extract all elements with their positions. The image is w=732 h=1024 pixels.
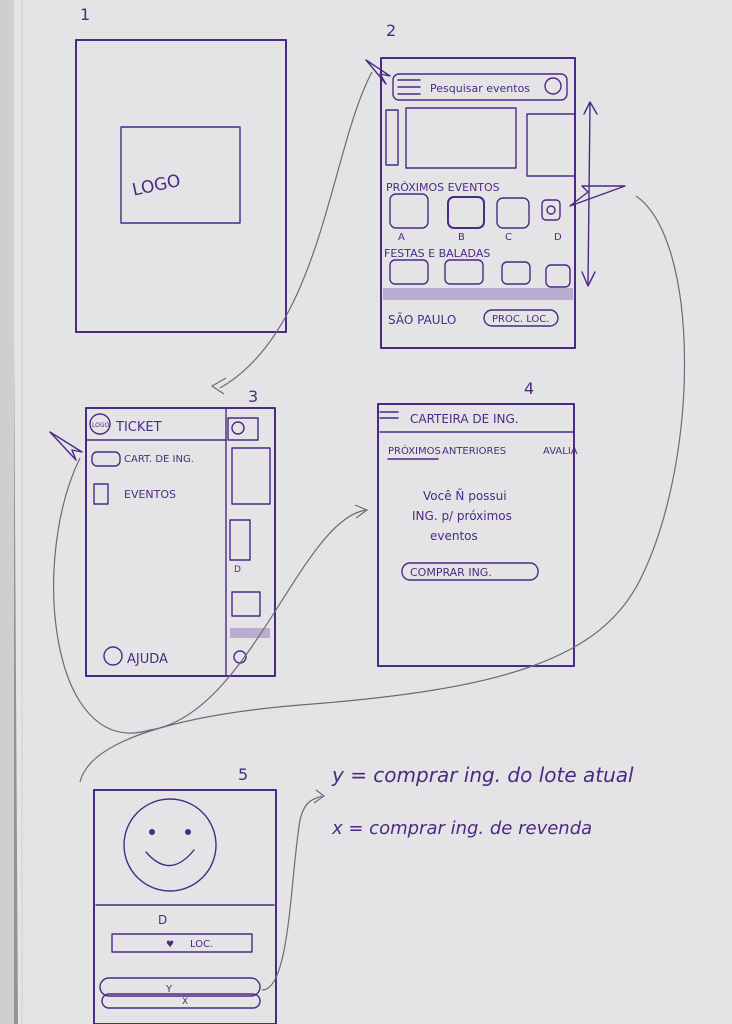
buy-resale-button[interactable] — [101, 993, 261, 1009]
flow-arrow-5-notes — [261, 795, 323, 991]
flow-arrow-3-to-4 — [53, 457, 367, 734]
frame-3-number: 3 — [248, 387, 258, 406]
wallet-icon — [91, 451, 121, 467]
button-mark-x[interactable]: X — [182, 997, 188, 1007]
search-input[interactable]: Pesquisar eventos — [430, 82, 530, 95]
tab-review[interactable]: AVALIA — [543, 446, 578, 457]
app-title: TICKET — [115, 420, 162, 435]
buy-ticket-label[interactable]: COMPRAR ING. — [410, 566, 492, 579]
scroll-hatch — [383, 288, 573, 300]
event-title-d: D — [158, 913, 167, 927]
empty-message-line-1: Você Ñ possui — [423, 488, 507, 503]
preview-card-3 — [231, 591, 261, 617]
button-mark-y[interactable]: Y — [165, 984, 173, 995]
city-label: SÃO PAULO — [388, 312, 456, 327]
pointer-arrow-wallet-icon — [49, 431, 83, 461]
find-location-label[interactable]: PROC. LOC. — [492, 314, 549, 325]
frame-5-event-detail: 5 D ♥ LOC. Y X — [93, 765, 277, 1024]
event-d-icon — [546, 205, 556, 215]
frame-4-screen — [377, 403, 575, 667]
banner-main[interactable] — [405, 107, 517, 169]
help-icon[interactable] — [103, 646, 123, 666]
frame-1-screen — [75, 39, 287, 333]
event-label-d: D — [554, 232, 562, 243]
app-logo-small: LOGO — [92, 422, 110, 429]
frame-3-screen — [85, 407, 276, 677]
event-card-a[interactable] — [389, 193, 429, 229]
find-location-button[interactable] — [483, 309, 559, 327]
preview-hatch — [230, 628, 270, 638]
events-icon — [93, 483, 109, 505]
frame-4-number: 4 — [524, 379, 534, 398]
frame-2-number: 2 — [386, 21, 396, 40]
flow-arrows — [53, 71, 686, 991]
search-bar[interactable] — [392, 73, 568, 101]
smiley-image — [123, 798, 217, 892]
frame-4-wallet: 4 CARTEIRA DE ING. PRÓXIMOS ANTERIORES A… — [377, 379, 578, 667]
party-card-2[interactable] — [444, 259, 484, 285]
tab-upcoming[interactable]: PRÓXIMOS — [388, 444, 441, 457]
profile-icon[interactable] — [231, 421, 245, 435]
event-card-b[interactable] — [447, 196, 485, 229]
help-label[interactable]: AJUDA — [127, 652, 168, 667]
note-x: x = comprar ing. de revenda — [331, 818, 592, 839]
frame-3-menu: 3 LOGO TICKET CART. DE ING. EVENTOS D AJ… — [49, 387, 276, 677]
party-card-4[interactable] — [545, 264, 571, 288]
wallet-title: CARTEIRA DE ING. — [410, 412, 519, 426]
hamburger-menu-icon[interactable] — [397, 79, 421, 95]
banner-next[interactable] — [526, 113, 576, 177]
frame-5-screen — [93, 789, 277, 1024]
pin-icon: ♥ — [166, 940, 174, 950]
tab-past[interactable]: ANTERIORES — [442, 446, 506, 457]
frame-5-number: 5 — [238, 765, 248, 784]
notes: y = comprar ing. do lote atual x = compr… — [331, 763, 634, 839]
profile-icon[interactable] — [544, 77, 562, 95]
scroll-arrow-icon — [581, 101, 598, 287]
logo-placeholder — [120, 126, 241, 224]
event-label-c: C — [505, 232, 512, 243]
flow-arrow-2-to-3 — [219, 71, 373, 389]
banner-prev[interactable] — [385, 109, 399, 166]
event-label-a: A — [398, 232, 405, 243]
location-label[interactable]: LOC. — [190, 939, 213, 950]
section-parties-title: FESTAS E BALADAS — [384, 247, 490, 260]
preview-label-d: D — [234, 565, 241, 575]
frame-2-screen — [380, 57, 576, 349]
pointer-arrow-icon — [365, 59, 391, 85]
section-upcoming-title: PRÓXIMOS EVENTOS — [386, 181, 500, 194]
hamburger-menu-icon[interactable] — [379, 411, 399, 419]
menu-item-events[interactable]: EVENTOS — [124, 488, 176, 501]
buy-ticket-button[interactable] — [401, 562, 539, 581]
flow-arrow-2-to-5 — [79, 195, 686, 783]
buy-current-lot-button[interactable] — [99, 977, 261, 997]
empty-message-line-2: ING. p/ próximos — [412, 509, 512, 523]
party-card-1[interactable] — [389, 259, 429, 285]
menu-item-wallet[interactable]: CART. DE ING. — [124, 454, 194, 465]
note-y: y = comprar ing. do lote atual — [331, 763, 634, 787]
event-card-c[interactable] — [496, 197, 530, 229]
event-card-d[interactable] — [541, 199, 561, 221]
preview-card-2 — [229, 519, 251, 561]
frame-2-home: 2 Pesquisar eventos PRÓXIMOS EVENTOS A B… — [365, 21, 626, 349]
location-field[interactable] — [111, 933, 253, 953]
app-logo-icon — [89, 413, 111, 435]
profile-box[interactable] — [227, 417, 259, 441]
preview-card-1 — [231, 447, 271, 505]
event-label-b: B — [458, 232, 465, 243]
empty-message-line-3: eventos — [430, 529, 478, 543]
party-card-3[interactable] — [501, 261, 531, 285]
frame-1-number: 1 — [80, 5, 90, 24]
